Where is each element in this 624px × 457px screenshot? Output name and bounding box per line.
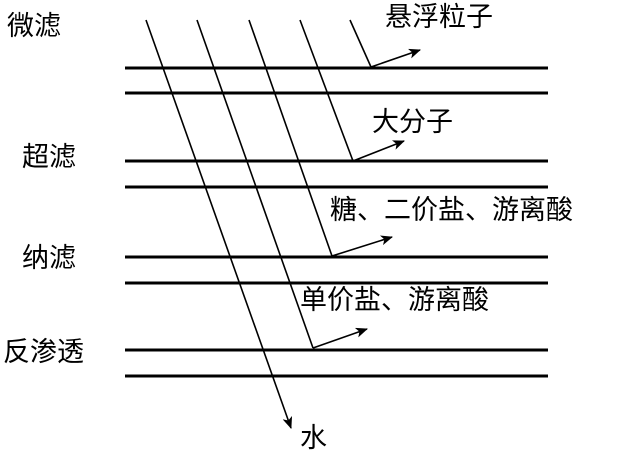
membrane-label-ultra: 超滤 bbox=[22, 142, 76, 173]
membrane-label-micro: 微滤 bbox=[7, 11, 61, 42]
membrane-label-ro: 反渗透 bbox=[3, 337, 84, 368]
rejected-label-macro: 大分子 bbox=[372, 107, 453, 138]
flow-arrow-mono bbox=[312, 327, 368, 349]
membrane-layer-ultra bbox=[125, 159, 548, 189]
flow-lines bbox=[145, 19, 421, 429]
rejected-label-sugar: 糖、二价盐、游离酸 bbox=[330, 195, 573, 226]
membrane-layer-nano bbox=[125, 255, 548, 285]
rejected-label-suspended: 悬浮粒子 bbox=[385, 2, 493, 33]
flow-arrow-sugar bbox=[331, 235, 393, 257]
flow-line-macro bbox=[299, 19, 354, 162]
flow-line-water bbox=[145, 19, 293, 429]
flow-arrow-macro bbox=[352, 140, 405, 162]
permeate-label-water: 水 bbox=[300, 423, 327, 454]
flow-line-suspended bbox=[349, 19, 372, 68]
flow-line-sugar bbox=[248, 19, 333, 257]
flow-arrow-suspended bbox=[370, 48, 421, 68]
membrane-layer-micro bbox=[125, 66, 548, 95]
membrane-layer-ro bbox=[125, 348, 548, 378]
rejected-label-mono: 单价盐、游离酸 bbox=[300, 285, 489, 316]
membrane-label-nano: 纳滤 bbox=[22, 243, 76, 274]
flow-line-mono bbox=[196, 19, 314, 349]
